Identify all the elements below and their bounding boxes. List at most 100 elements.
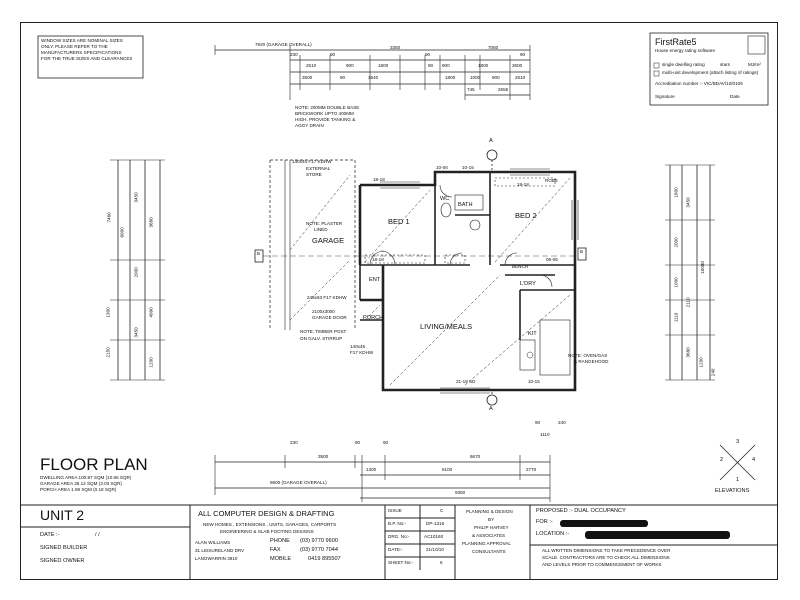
dim-top-r2-3: 1800 bbox=[445, 75, 456, 80]
bottom-dim-r2-2: 2770 bbox=[526, 467, 537, 472]
company-services-1: NEW HOMES , EXTENSIONS , UNITS, GARAGES,… bbox=[203, 522, 337, 527]
right-dim-6: 3680 bbox=[685, 347, 691, 358]
section-label-a-bottom: A bbox=[489, 406, 493, 412]
drawing-sheet-border bbox=[20, 22, 778, 580]
planning-line-6: CONSULTANTS bbox=[472, 549, 506, 554]
bottom-dim-r1-3: 90 bbox=[383, 440, 389, 445]
dim-top-r2-4: 1000 bbox=[470, 75, 481, 80]
contact-name: ALAN WILLIAMS bbox=[195, 540, 231, 545]
note-store-2: EXTERNAL bbox=[306, 166, 331, 171]
note-garage-door-1: 245x63 F17 KDHW bbox=[307, 295, 347, 300]
fax-label: FAX bbox=[270, 547, 281, 553]
window-code-1: 10-06 bbox=[436, 165, 448, 170]
phone-value: (03) 9770 9600 bbox=[300, 538, 338, 544]
dim-top-r2-0: 3500 bbox=[302, 75, 313, 80]
area-dwelling: DWELLING AREA 100.97 SQM (10.86 SQR) bbox=[40, 475, 132, 480]
right-dim-2: 2000 bbox=[673, 237, 679, 248]
dim-top-r1b-6: 3600 bbox=[512, 63, 523, 68]
issue-value: C bbox=[440, 508, 444, 513]
dim-top-r1b-3: 90 bbox=[428, 63, 434, 68]
drg-value: AC10160 bbox=[424, 534, 444, 539]
bp-label: B.P. No:- bbox=[388, 521, 407, 526]
room-porch: PORCH bbox=[363, 315, 384, 321]
note-porch-beam-2: F17 KDHW bbox=[350, 350, 374, 355]
right-dim-3: 1000 bbox=[673, 277, 679, 288]
dim-top-r1-2: 3350 bbox=[390, 45, 401, 50]
window-code-5: 18-18 bbox=[517, 182, 529, 187]
elevation-num-1: 1 bbox=[736, 477, 740, 483]
window-code-2: 10-15 bbox=[462, 165, 474, 170]
room-bed2: BED 2 bbox=[515, 211, 537, 220]
room-ent: ENT bbox=[369, 277, 381, 283]
right-dim-8: 1200 bbox=[698, 357, 704, 368]
window-note-line-3: MANUFACTURERS SPECIFICATIONS bbox=[41, 50, 122, 55]
right-dim-9: 240 bbox=[710, 368, 716, 377]
drg-label: DRG. No:- bbox=[388, 534, 410, 539]
dim-top-r1-1: 90 bbox=[330, 52, 336, 57]
bp-value: DP-1316 bbox=[426, 521, 445, 526]
left-dim-3: 2000 bbox=[133, 267, 139, 278]
dim-top-r1b-5: 1800 bbox=[478, 63, 489, 68]
bottom-dim-r1-2: 90 bbox=[355, 440, 361, 445]
window-note-line-2: ONLY. PLEASE REFER TO THE bbox=[41, 44, 108, 49]
right-dim-0: 1800 bbox=[673, 187, 679, 198]
date-label: DATE :- bbox=[40, 532, 60, 538]
note-porch-beam-1: 140x45 bbox=[350, 344, 366, 349]
window-code-7: 21-18 SD bbox=[456, 379, 476, 384]
note-plaster-1: NOTE: PLASTER bbox=[306, 221, 343, 226]
right-dim-5: 2110 bbox=[685, 297, 691, 308]
dim-top-r1-4: 7060 bbox=[488, 45, 499, 50]
room-garage: GARAGE bbox=[312, 236, 345, 245]
planning-line-3: PHILIP HARVEY bbox=[474, 525, 509, 530]
mobile-value: 0419 895507 bbox=[308, 556, 341, 562]
checkbox-single bbox=[653, 62, 660, 69]
firstrate-box bbox=[649, 32, 769, 106]
bottom-dim-r4: 9350 bbox=[455, 490, 466, 495]
bottom-dim-r2-0: 1300 bbox=[366, 467, 377, 472]
planning-line-5: PLANNING APPROVAL bbox=[462, 541, 511, 546]
date2-value: 21/10/10 bbox=[426, 547, 444, 552]
firstrate-signature-label: Signature bbox=[655, 94, 675, 99]
room-ldry: L'DRY bbox=[520, 281, 536, 287]
firstrate-unit-label: MJ/m² bbox=[748, 62, 761, 67]
window-code-4: 18-18 bbox=[372, 257, 384, 262]
address-2: LANGWARRIN 3910 bbox=[195, 556, 238, 561]
planning-line-1: PLANNING & DESIGN bbox=[466, 509, 513, 514]
checkbox-multi bbox=[653, 70, 660, 77]
proposed-label: PROPOSED :- DUAL OCCUPANCY bbox=[536, 508, 626, 514]
elevations-label: ELEVATIONS bbox=[715, 488, 750, 494]
disclaimer-1: ALL WRITTEN DIMENSIONS TO TAKE PRECEDENC… bbox=[542, 548, 671, 553]
room-bath: BATH bbox=[458, 202, 473, 208]
firstrate-date-label: Date bbox=[730, 94, 740, 99]
bottom-dim-r1-4: 6670 bbox=[470, 454, 481, 459]
title-block-grid bbox=[20, 504, 778, 580]
planning-line-4: & ASSOCIATES bbox=[472, 533, 506, 538]
issue-label: ISSUE bbox=[388, 508, 402, 513]
garage-outline bbox=[269, 159, 356, 330]
section-label-a-top: A bbox=[489, 138, 493, 144]
dim-top-r1-5: 90 bbox=[520, 52, 526, 57]
window-note-box bbox=[37, 35, 144, 79]
window-note-line-1: WINDOW SIZES ARE NOMINAL SIZES bbox=[41, 38, 123, 43]
window-note-line-4: FOR THE TRUE SIZES AND CLEARANCES bbox=[41, 56, 133, 61]
note-garage-door-3: GARAGE DOOR bbox=[312, 315, 347, 320]
section-label-b-right: B bbox=[580, 249, 584, 254]
floor-plan-title: FLOOR PLAN bbox=[40, 455, 148, 474]
area-porch: PORCH AREA 1.69 SQM (0.18 SQR) bbox=[40, 487, 117, 492]
firstrate-single-label: single dwelling rating bbox=[662, 62, 705, 67]
note-double-base-2: BRICKWORK UPTO 400MM bbox=[295, 111, 354, 116]
note-store-3: STORE bbox=[306, 172, 322, 177]
bottom-dim-r1-0: 230 bbox=[290, 440, 298, 445]
note-double-base-3: HIGH. PROVIDE TANKING & bbox=[295, 117, 356, 122]
right-dim-1: 3450 bbox=[685, 197, 691, 208]
bottom-dim-r1-5: 90 bbox=[535, 420, 541, 425]
bottom-dim-r2-1: 8100 bbox=[442, 467, 453, 472]
dim-top-r3-0: 745 bbox=[467, 87, 475, 92]
dim-top-r1-0: 230 bbox=[290, 52, 298, 57]
note-double-base-1: NOTE: 200MM DOUBLE BASE bbox=[295, 105, 360, 110]
signed-builder-label: SIGNED BUILDER bbox=[40, 545, 88, 551]
left-dim-5: 2150 bbox=[105, 347, 111, 358]
section-label-b-left: B bbox=[257, 251, 261, 256]
section-marker-b-right bbox=[577, 247, 587, 261]
